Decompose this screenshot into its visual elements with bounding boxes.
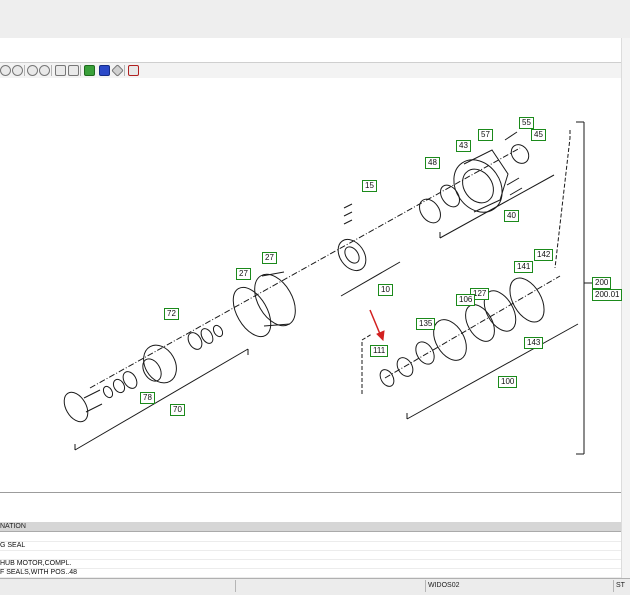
shaft-flange-70 (63, 391, 89, 423)
exploded-parts-drawing: 55 57 45 43 48 40 15 10 27 27 72 78 70 1… (0, 78, 623, 492)
export-icon[interactable] (84, 65, 95, 76)
callout-142[interactable]: 142 (534, 249, 554, 261)
table-row[interactable]: G SEAL (0, 541, 621, 551)
print-icon[interactable] (55, 65, 66, 76)
toolbar (0, 62, 621, 79)
ring-78c (102, 385, 114, 399)
ring-small (212, 324, 224, 338)
callout-27b[interactable]: 27 (236, 268, 251, 280)
bearing-10-inner (344, 246, 360, 264)
callout-200-01[interactable]: 200.01 (592, 289, 623, 301)
seal-72 (187, 332, 203, 350)
bracket-40 (439, 174, 555, 239)
callout-106[interactable]: 106 (456, 294, 476, 306)
table-row[interactable] (0, 550, 621, 560)
parts-list-panel: NATION G SEAL HUB MOTOR,COMPL. F SEALS,W… (0, 492, 621, 579)
bolts-15 (343, 203, 353, 225)
callout-48[interactable]: 48 (425, 157, 440, 169)
callout-15[interactable]: 15 (362, 180, 377, 192)
callout-45[interactable]: 45 (531, 129, 546, 141)
part-designation: HUB MOTOR,COMPL. (0, 560, 72, 567)
callout-200[interactable]: 200 (592, 277, 612, 289)
hub-72 (143, 344, 177, 384)
bracket-upper-dash (554, 130, 571, 269)
bearing-10 (337, 238, 367, 272)
toolbar-separator (124, 65, 125, 76)
table-row[interactable] (0, 532, 621, 542)
bracket-100-dash (361, 333, 373, 394)
top-strip (0, 0, 630, 38)
callout-135[interactable]: 135 (416, 318, 436, 330)
ring-111 (379, 369, 395, 387)
status-cell: ST (613, 580, 630, 592)
title-area (0, 38, 630, 62)
parts-list-header: NATION (0, 522, 621, 532)
screw-55 (504, 131, 518, 141)
table-row[interactable]: F SEALS,WITH POS..48 (0, 568, 621, 578)
o-ring-27 (232, 286, 272, 338)
callout-111[interactable]: 111 (370, 345, 389, 357)
ring-78 (122, 371, 138, 389)
status-extra: ST (616, 582, 625, 589)
shaft-70 (83, 389, 103, 413)
select-all-icon[interactable] (99, 65, 110, 76)
print-preview-icon[interactable] (68, 65, 79, 76)
callout-55[interactable]: 55 (519, 117, 534, 129)
red-arrow-head (376, 330, 385, 342)
red-arrow (369, 309, 381, 335)
designation-column-header: NATION (0, 523, 26, 530)
screws-upper (506, 177, 523, 196)
status-cell: WIDOS02 (425, 580, 614, 592)
zoom-fit-icon[interactable] (0, 65, 11, 76)
o-ring-45 (510, 144, 530, 164)
pen-icon[interactable] (111, 64, 124, 77)
axis-lower (384, 275, 561, 379)
ring-106 (465, 304, 495, 342)
status-code: WIDOS02 (428, 582, 460, 589)
housing-43-inner (462, 168, 494, 204)
callout-43[interactable]: 43 (456, 140, 471, 152)
table-row[interactable]: HUB MOTOR,COMPL. (0, 559, 621, 569)
ring-135 (415, 341, 435, 365)
spring-111 (396, 357, 414, 377)
callout-72[interactable]: 72 (164, 308, 179, 320)
callout-78[interactable]: 78 (140, 392, 155, 404)
flag-icon[interactable] (128, 65, 139, 76)
housing-43-outline (463, 149, 509, 213)
part-designation: G SEAL (0, 542, 26, 549)
bracket-10 (340, 261, 401, 297)
seal-72b (200, 328, 214, 344)
zoom-out-icon[interactable] (39, 65, 50, 76)
bracket-70 (74, 348, 249, 451)
right-scroll-edge[interactable] (621, 38, 630, 594)
flange-27-edge (261, 271, 291, 327)
exploded-view-svg (63, 121, 592, 455)
toolbar-separator (80, 65, 81, 76)
zoom-in-icon[interactable] (27, 65, 38, 76)
status-cell (235, 580, 426, 592)
toolbar-separator (24, 65, 25, 76)
callout-100[interactable]: 100 (498, 376, 518, 388)
gear-48 (419, 198, 441, 224)
axis-upper (89, 147, 521, 389)
zoom-page-icon[interactable] (12, 65, 23, 76)
housing-141 (509, 277, 545, 323)
status-bar: WIDOS02 ST (0, 578, 630, 595)
ring-78b (112, 378, 126, 394)
hub-72-inner (142, 358, 162, 382)
callout-27[interactable]: 27 (262, 252, 277, 264)
flange-27 (254, 273, 296, 327)
callout-70[interactable]: 70 (170, 404, 185, 416)
callout-141[interactable]: 141 (514, 261, 534, 273)
callout-143[interactable]: 143 (524, 337, 544, 349)
part-designation: F SEALS,WITH POS..48 (0, 569, 78, 576)
callout-40[interactable]: 40 (504, 210, 519, 222)
toolbar-separator (51, 65, 52, 76)
callout-10[interactable]: 10 (378, 284, 393, 296)
bracket-200 (576, 121, 592, 455)
callout-57[interactable]: 57 (478, 129, 493, 141)
housing-43 (453, 159, 503, 213)
bracket-100 (406, 323, 579, 420)
ring-48 (439, 184, 461, 208)
